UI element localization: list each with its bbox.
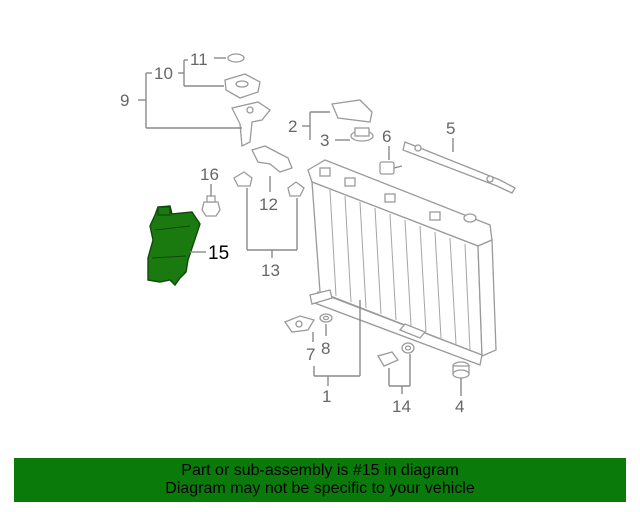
callout-3: 3 (320, 131, 329, 150)
part-11-o-ring (227, 53, 245, 63)
leader-lines (138, 57, 462, 396)
radiator (307, 159, 497, 366)
notice-line-1: Part or sub-assembly is #15 in diagram (181, 462, 459, 479)
callout-7: 7 (306, 345, 315, 364)
callout-11: 11 (190, 50, 208, 69)
notice-line-2: Diagram may not be specific to your vehi… (165, 480, 475, 497)
parts-diagram: 9 10 11 2 3 5 6 16 12 13 15 7 8 1 14 4 (120, 50, 516, 416)
part-9-outlet-assembly (231, 101, 271, 148)
callout-10: 10 (154, 64, 173, 83)
part-14-sensor (377, 342, 415, 367)
part-12-hose (251, 145, 293, 173)
callout-8: 8 (321, 339, 330, 358)
callout-15: 15 (208, 243, 229, 264)
callout-14: 14 (392, 397, 411, 416)
callout-13: 13 (261, 261, 280, 280)
callout-12: 12 (259, 195, 278, 214)
callout-labels: 9 10 11 2 3 5 6 16 12 13 15 7 8 1 14 4 (120, 50, 464, 416)
part-4-cushion (452, 361, 470, 379)
part-7-drain-plug (283, 315, 315, 333)
callout-1: 1 (322, 387, 331, 406)
callout-16: 16 (200, 165, 219, 184)
part-16-cap (201, 195, 221, 217)
callout-6: 6 (382, 127, 391, 146)
callout-2: 2 (288, 117, 297, 136)
callout-5: 5 (446, 119, 455, 138)
part-3-grommet (350, 127, 374, 142)
part-15-reserve-tank (147, 205, 201, 287)
part-6-bolt (379, 161, 403, 175)
notice-banner: Part or sub-assembly is #15 in diagram D… (14, 458, 626, 502)
callout-4: 4 (455, 397, 464, 416)
part-8-washer (319, 313, 333, 323)
part-2-bracket (331, 99, 373, 123)
part-10-outlet (224, 73, 261, 99)
callout-9: 9 (120, 91, 129, 110)
part-5-bracket (402, 141, 516, 194)
part-13-clamps (233, 171, 305, 197)
